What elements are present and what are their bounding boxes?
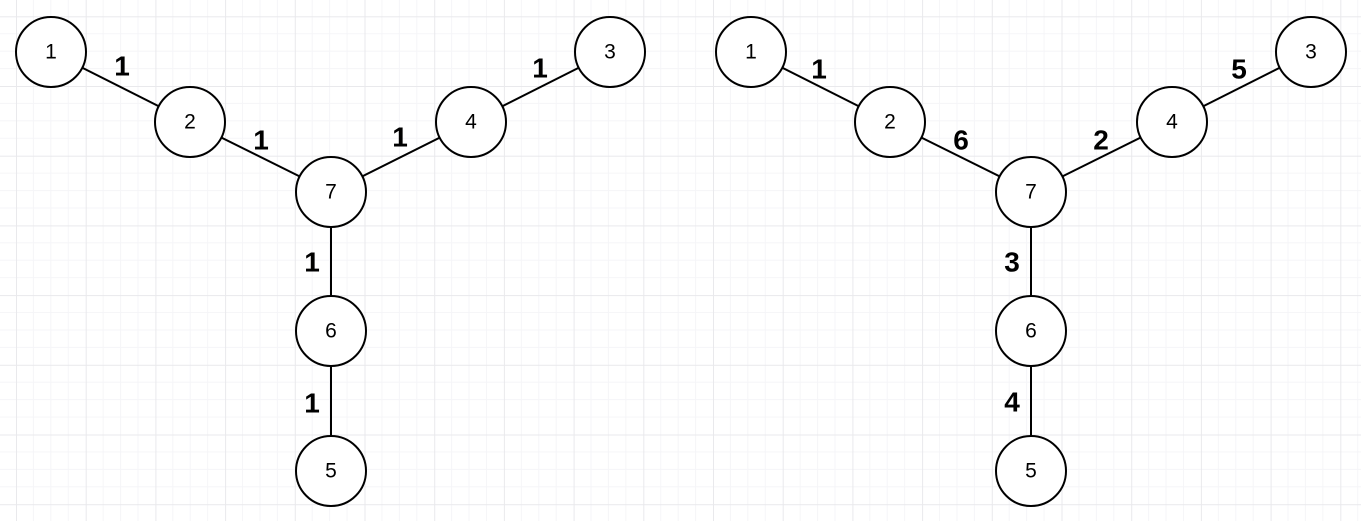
node-circle[interactable] <box>15 16 87 88</box>
node-left-tree-5[interactable]: 5 <box>295 435 367 507</box>
node-label: 4 <box>1166 111 1178 134</box>
node-circle[interactable] <box>715 16 787 88</box>
node-left-tree-4[interactable]: 4 <box>435 86 507 158</box>
node-circle[interactable] <box>1275 16 1347 88</box>
edge-weight-label-left-tree-7-6: 1 <box>304 247 320 278</box>
edge-weight-label-right-tree-1-2: 1 <box>811 54 827 85</box>
node-label: 5 <box>325 460 337 483</box>
node-circle[interactable] <box>574 16 646 88</box>
node-right-tree-5[interactable]: 5 <box>995 435 1067 507</box>
graph-right-tree: 1 2 3 4 5 6 7 1 6 2 5 3 4 <box>715 16 1347 507</box>
node-circle[interactable] <box>295 156 367 228</box>
node-circle[interactable] <box>435 86 507 158</box>
edge-weight-label-right-tree-2-7: 6 <box>953 125 969 156</box>
node-circle[interactable] <box>995 156 1067 228</box>
node-circle[interactable] <box>995 295 1067 367</box>
node-label: 1 <box>745 41 757 64</box>
node-left-tree-7[interactable]: 7 <box>295 156 367 228</box>
node-right-tree-7[interactable]: 7 <box>995 156 1067 228</box>
node-label: 1 <box>45 41 57 64</box>
node-right-tree-2[interactable]: 2 <box>854 86 926 158</box>
edge-weight-label-left-tree-7-4: 1 <box>392 122 408 153</box>
node-left-tree-6[interactable]: 6 <box>295 295 367 367</box>
node-label: 6 <box>1025 320 1037 343</box>
node-label: 3 <box>1305 41 1317 64</box>
node-left-tree-3[interactable]: 3 <box>574 16 646 88</box>
edge-weight-label-left-tree-1-2: 1 <box>114 51 130 82</box>
edge-weight-label-left-tree-4-3: 1 <box>532 53 548 84</box>
node-right-tree-4[interactable]: 4 <box>1136 86 1208 158</box>
node-circle[interactable] <box>295 435 367 507</box>
node-circle[interactable] <box>154 86 226 158</box>
edge-weight-label-right-tree-7-4: 2 <box>1093 125 1109 156</box>
edge-weight-label-left-tree-2-7: 1 <box>253 125 269 156</box>
node-left-tree-2[interactable]: 2 <box>154 86 226 158</box>
edge-weight-label-right-tree-6-5: 4 <box>1004 387 1020 418</box>
node-right-tree-1[interactable]: 1 <box>715 16 787 88</box>
node-label: 4 <box>465 111 477 134</box>
graph-left-tree: 1 2 3 4 5 6 7 1 1 1 1 1 1 <box>15 16 646 507</box>
node-circle[interactable] <box>295 295 367 367</box>
node-right-tree-6[interactable]: 6 <box>995 295 1067 367</box>
node-circle[interactable] <box>995 435 1067 507</box>
edge-weight-label-right-tree-4-3: 5 <box>1231 54 1247 85</box>
node-label: 3 <box>604 41 616 64</box>
node-right-tree-3[interactable]: 3 <box>1275 16 1347 88</box>
node-label: 6 <box>325 320 337 343</box>
node-label: 7 <box>1025 181 1037 204</box>
node-label: 2 <box>884 111 896 134</box>
node-left-tree-1[interactable]: 1 <box>15 16 87 88</box>
node-circle[interactable] <box>1136 86 1208 158</box>
edge-weight-label-right-tree-7-6: 3 <box>1004 247 1020 278</box>
node-label: 5 <box>1025 460 1037 483</box>
edge-weight-label-left-tree-6-5: 1 <box>304 388 320 419</box>
node-circle[interactable] <box>854 86 926 158</box>
node-label: 7 <box>325 181 337 204</box>
node-label: 2 <box>184 111 196 134</box>
